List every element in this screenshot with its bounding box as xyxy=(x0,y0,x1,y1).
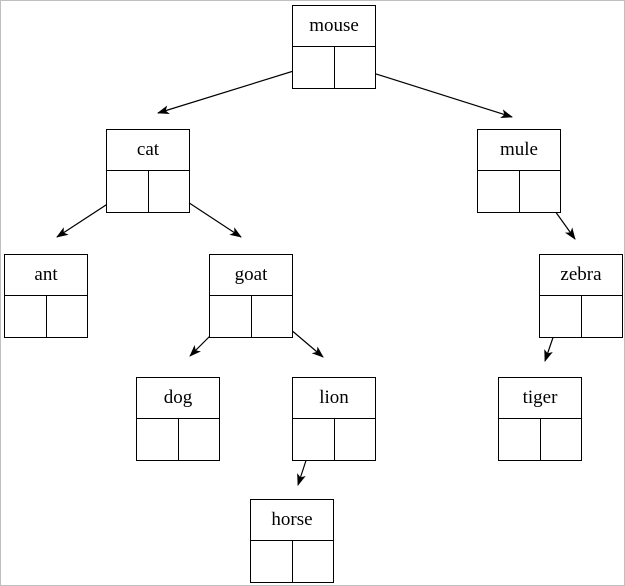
node-pointer-cells xyxy=(137,419,219,460)
left-pointer-cell xyxy=(478,171,520,212)
left-pointer-cell xyxy=(251,541,293,582)
tree-node-zebra: zebra xyxy=(539,254,623,338)
node-label-zebra: zebra xyxy=(540,255,622,296)
tree-node-horse: horse xyxy=(250,499,334,583)
left-pointer-cell xyxy=(137,419,179,460)
node-label-goat: goat xyxy=(210,255,292,296)
right-pointer-cell xyxy=(293,541,334,582)
node-label-horse: horse xyxy=(251,500,333,541)
right-pointer-cell xyxy=(252,296,293,337)
node-pointer-cells xyxy=(499,419,581,460)
right-pointer-cell xyxy=(520,171,561,212)
left-pointer-cell xyxy=(210,296,252,337)
node-pointer-cells xyxy=(293,47,375,88)
left-pointer-cell xyxy=(293,419,335,460)
node-label-ant: ant xyxy=(5,255,87,296)
edge-mouse-mule-arrow xyxy=(353,66,513,118)
right-pointer-cell xyxy=(47,296,88,337)
node-label-mouse: mouse xyxy=(293,6,375,47)
node-pointer-cells xyxy=(478,171,560,212)
tree-node-dog: dog xyxy=(136,377,220,461)
node-label-dog: dog xyxy=(137,378,219,419)
tree-node-lion: lion xyxy=(292,377,376,461)
left-pointer-cell xyxy=(107,171,149,212)
node-pointer-cells xyxy=(210,296,292,337)
node-pointer-cells xyxy=(293,419,375,460)
right-pointer-cell xyxy=(335,47,376,88)
node-pointer-cells xyxy=(107,171,189,212)
left-pointer-cell xyxy=(293,47,335,88)
tree-node-goat: goat xyxy=(209,254,293,338)
node-label-cat: cat xyxy=(107,130,189,171)
right-pointer-cell xyxy=(149,171,190,212)
node-pointer-cells xyxy=(5,296,87,337)
node-pointer-cells xyxy=(251,541,333,582)
right-pointer-cell xyxy=(335,419,376,460)
left-pointer-cell xyxy=(540,296,582,337)
node-label-tiger: tiger xyxy=(499,378,581,419)
node-label-lion: lion xyxy=(293,378,375,419)
node-pointer-cells xyxy=(540,296,622,337)
tree-node-mouse: mouse xyxy=(292,5,376,89)
right-pointer-cell xyxy=(541,419,582,460)
node-label-mule: mule xyxy=(478,130,560,171)
tree-node-tiger: tiger xyxy=(498,377,582,461)
right-pointer-cell xyxy=(582,296,623,337)
edge-mouse-cat-arrow xyxy=(157,64,314,115)
tree-node-cat: cat xyxy=(106,129,190,213)
right-pointer-cell xyxy=(179,419,220,460)
left-pointer-cell xyxy=(5,296,47,337)
left-pointer-cell xyxy=(499,419,541,460)
tree-node-ant: ant xyxy=(4,254,88,338)
tree-node-mule: mule xyxy=(477,129,561,213)
